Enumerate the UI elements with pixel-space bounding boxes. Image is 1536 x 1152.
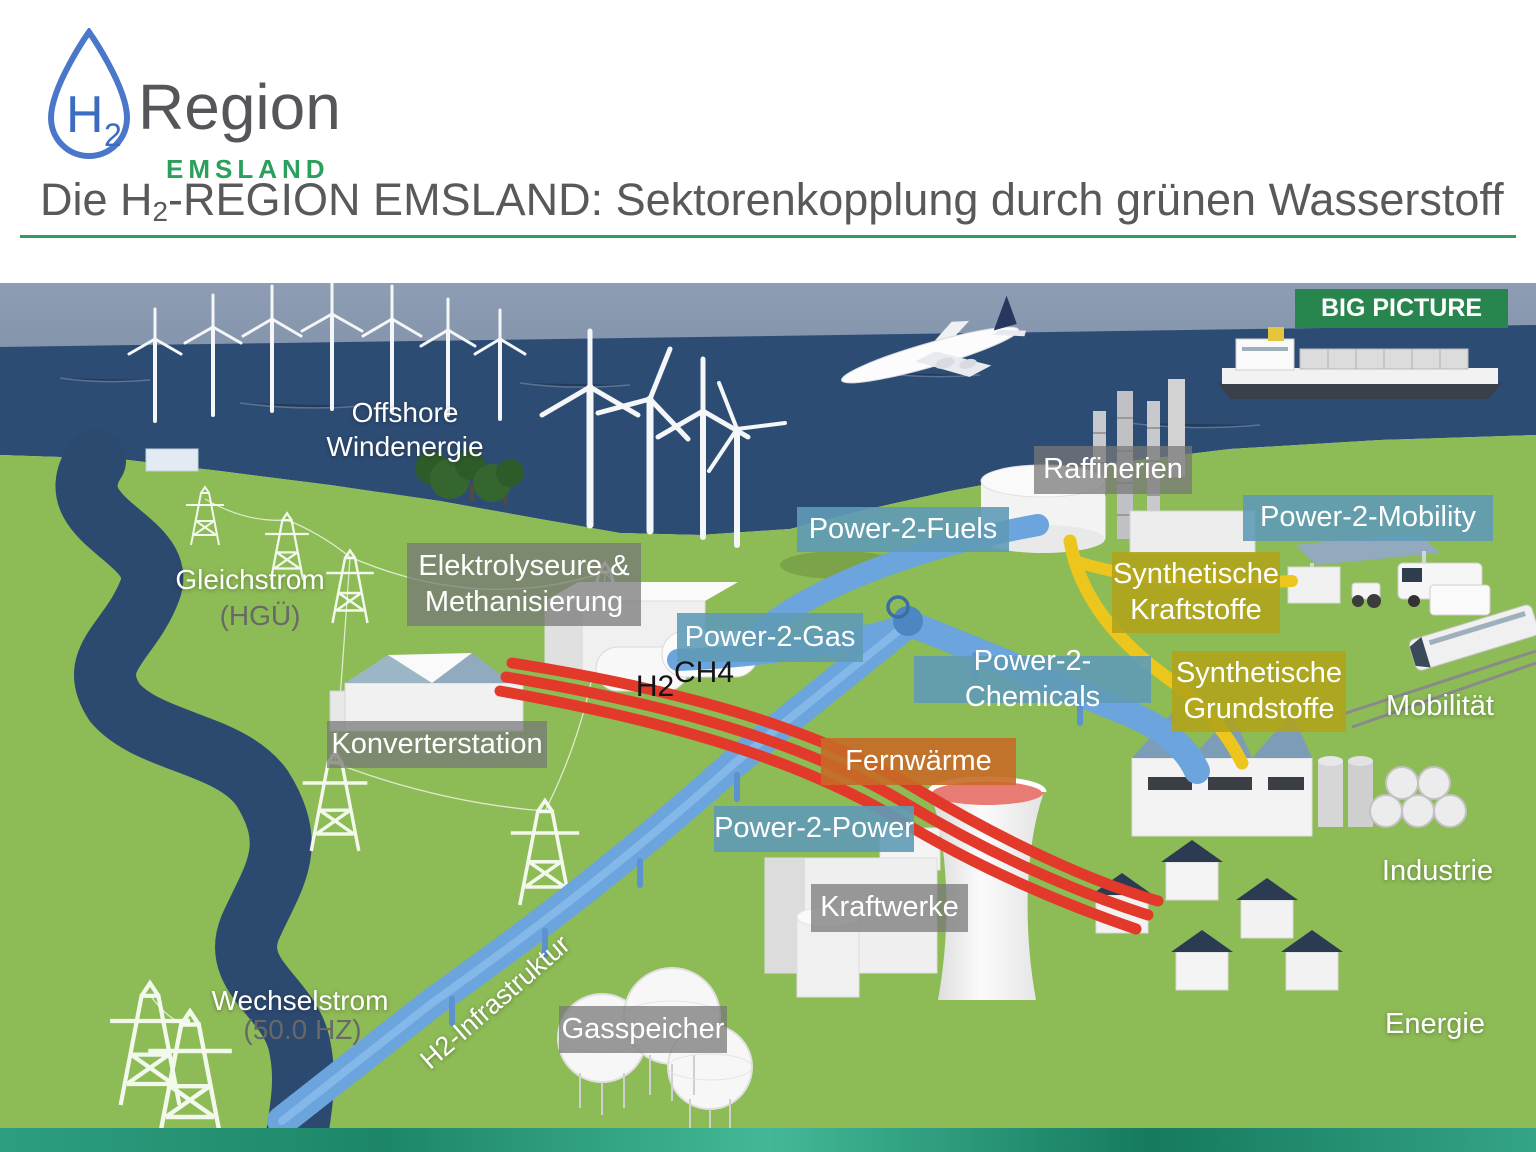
svg-text:2: 2 — [104, 117, 122, 153]
label-gleichstrom: Gleichstrom — [175, 563, 325, 595]
vehicle-icons — [1351, 562, 1491, 616]
container-ship-icon — [1218, 327, 1502, 399]
label-power-2-fuels: Power-2-Fuels — [797, 507, 1009, 552]
airplane-icon — [841, 295, 1026, 384]
label-frequency: (50.0 HZ) — [243, 1013, 362, 1045]
river — [55, 430, 335, 1152]
watercolor-strip — [0, 1128, 1536, 1152]
label-power-2-power: Power-2-Power — [714, 806, 914, 852]
label-synthetische-grundstoffe: Synthetische Grundstoffe — [1172, 651, 1346, 732]
label-hgue: (HGÜ) — [219, 599, 301, 631]
title-underline — [20, 235, 1516, 238]
label-gasspeicher: Gasspeicher — [559, 1006, 727, 1053]
label-offshore-windenergie: Offshore Windenergie — [326, 396, 484, 462]
fuel-station-icon — [1287, 533, 1440, 604]
trees — [415, 450, 524, 505]
sea-waves — [59, 372, 1261, 429]
label-fernwaerme: Fernwärme — [821, 738, 1016, 785]
h2-pipeline-blue — [267, 514, 1210, 1136]
logo-emsland-text: EMSLAND — [166, 154, 330, 184]
sea — [0, 325, 1536, 535]
water-drop-icon: H 2 — [47, 28, 131, 159]
h2-region-logo: H 2 Region EMSLAND — [42, 22, 342, 184]
label-power-2-chemicals: Power-2-Chemicals — [914, 645, 1151, 713]
label-power-2-mobility: Power-2-Mobility — [1243, 495, 1493, 541]
label-ch4: CH4 — [674, 655, 735, 689]
label-mobilitaet: Mobilität — [1386, 690, 1494, 723]
big-picture-badge: BIG PICTURE — [1295, 289, 1508, 328]
label-wechselstrom: Wechselstrom — [211, 984, 389, 1016]
label-energie: Energie — [1385, 1008, 1485, 1041]
label-kraftwerke: Kraftwerke — [811, 884, 968, 932]
logo-region-text: Region — [138, 71, 341, 143]
label-raffinerien: Raffinerien — [1034, 446, 1192, 494]
railway — [1339, 649, 1536, 729]
coast-substation-icon — [145, 448, 199, 472]
page-title: Die H2-REGION EMSLAND: Sektorenkopplung … — [40, 174, 1504, 228]
label-konverterstation: Konverterstation — [327, 721, 547, 768]
label-industrie: Industrie — [1381, 855, 1494, 888]
label-synthetische-kraftstoffe: Synthetische Kraftstoffe — [1112, 552, 1280, 633]
label-elektrolyseure-methanisierung: Elektrolyseure & Methanisierung — [407, 543, 641, 626]
offshore-wind-turbine-icons — [127, 283, 787, 548]
label-h2: H2 — [635, 669, 675, 703]
train-icon — [1408, 604, 1536, 671]
label-power-2-gas: Power-2-Gas — [677, 613, 863, 662]
svg-text:H: H — [66, 86, 104, 144]
